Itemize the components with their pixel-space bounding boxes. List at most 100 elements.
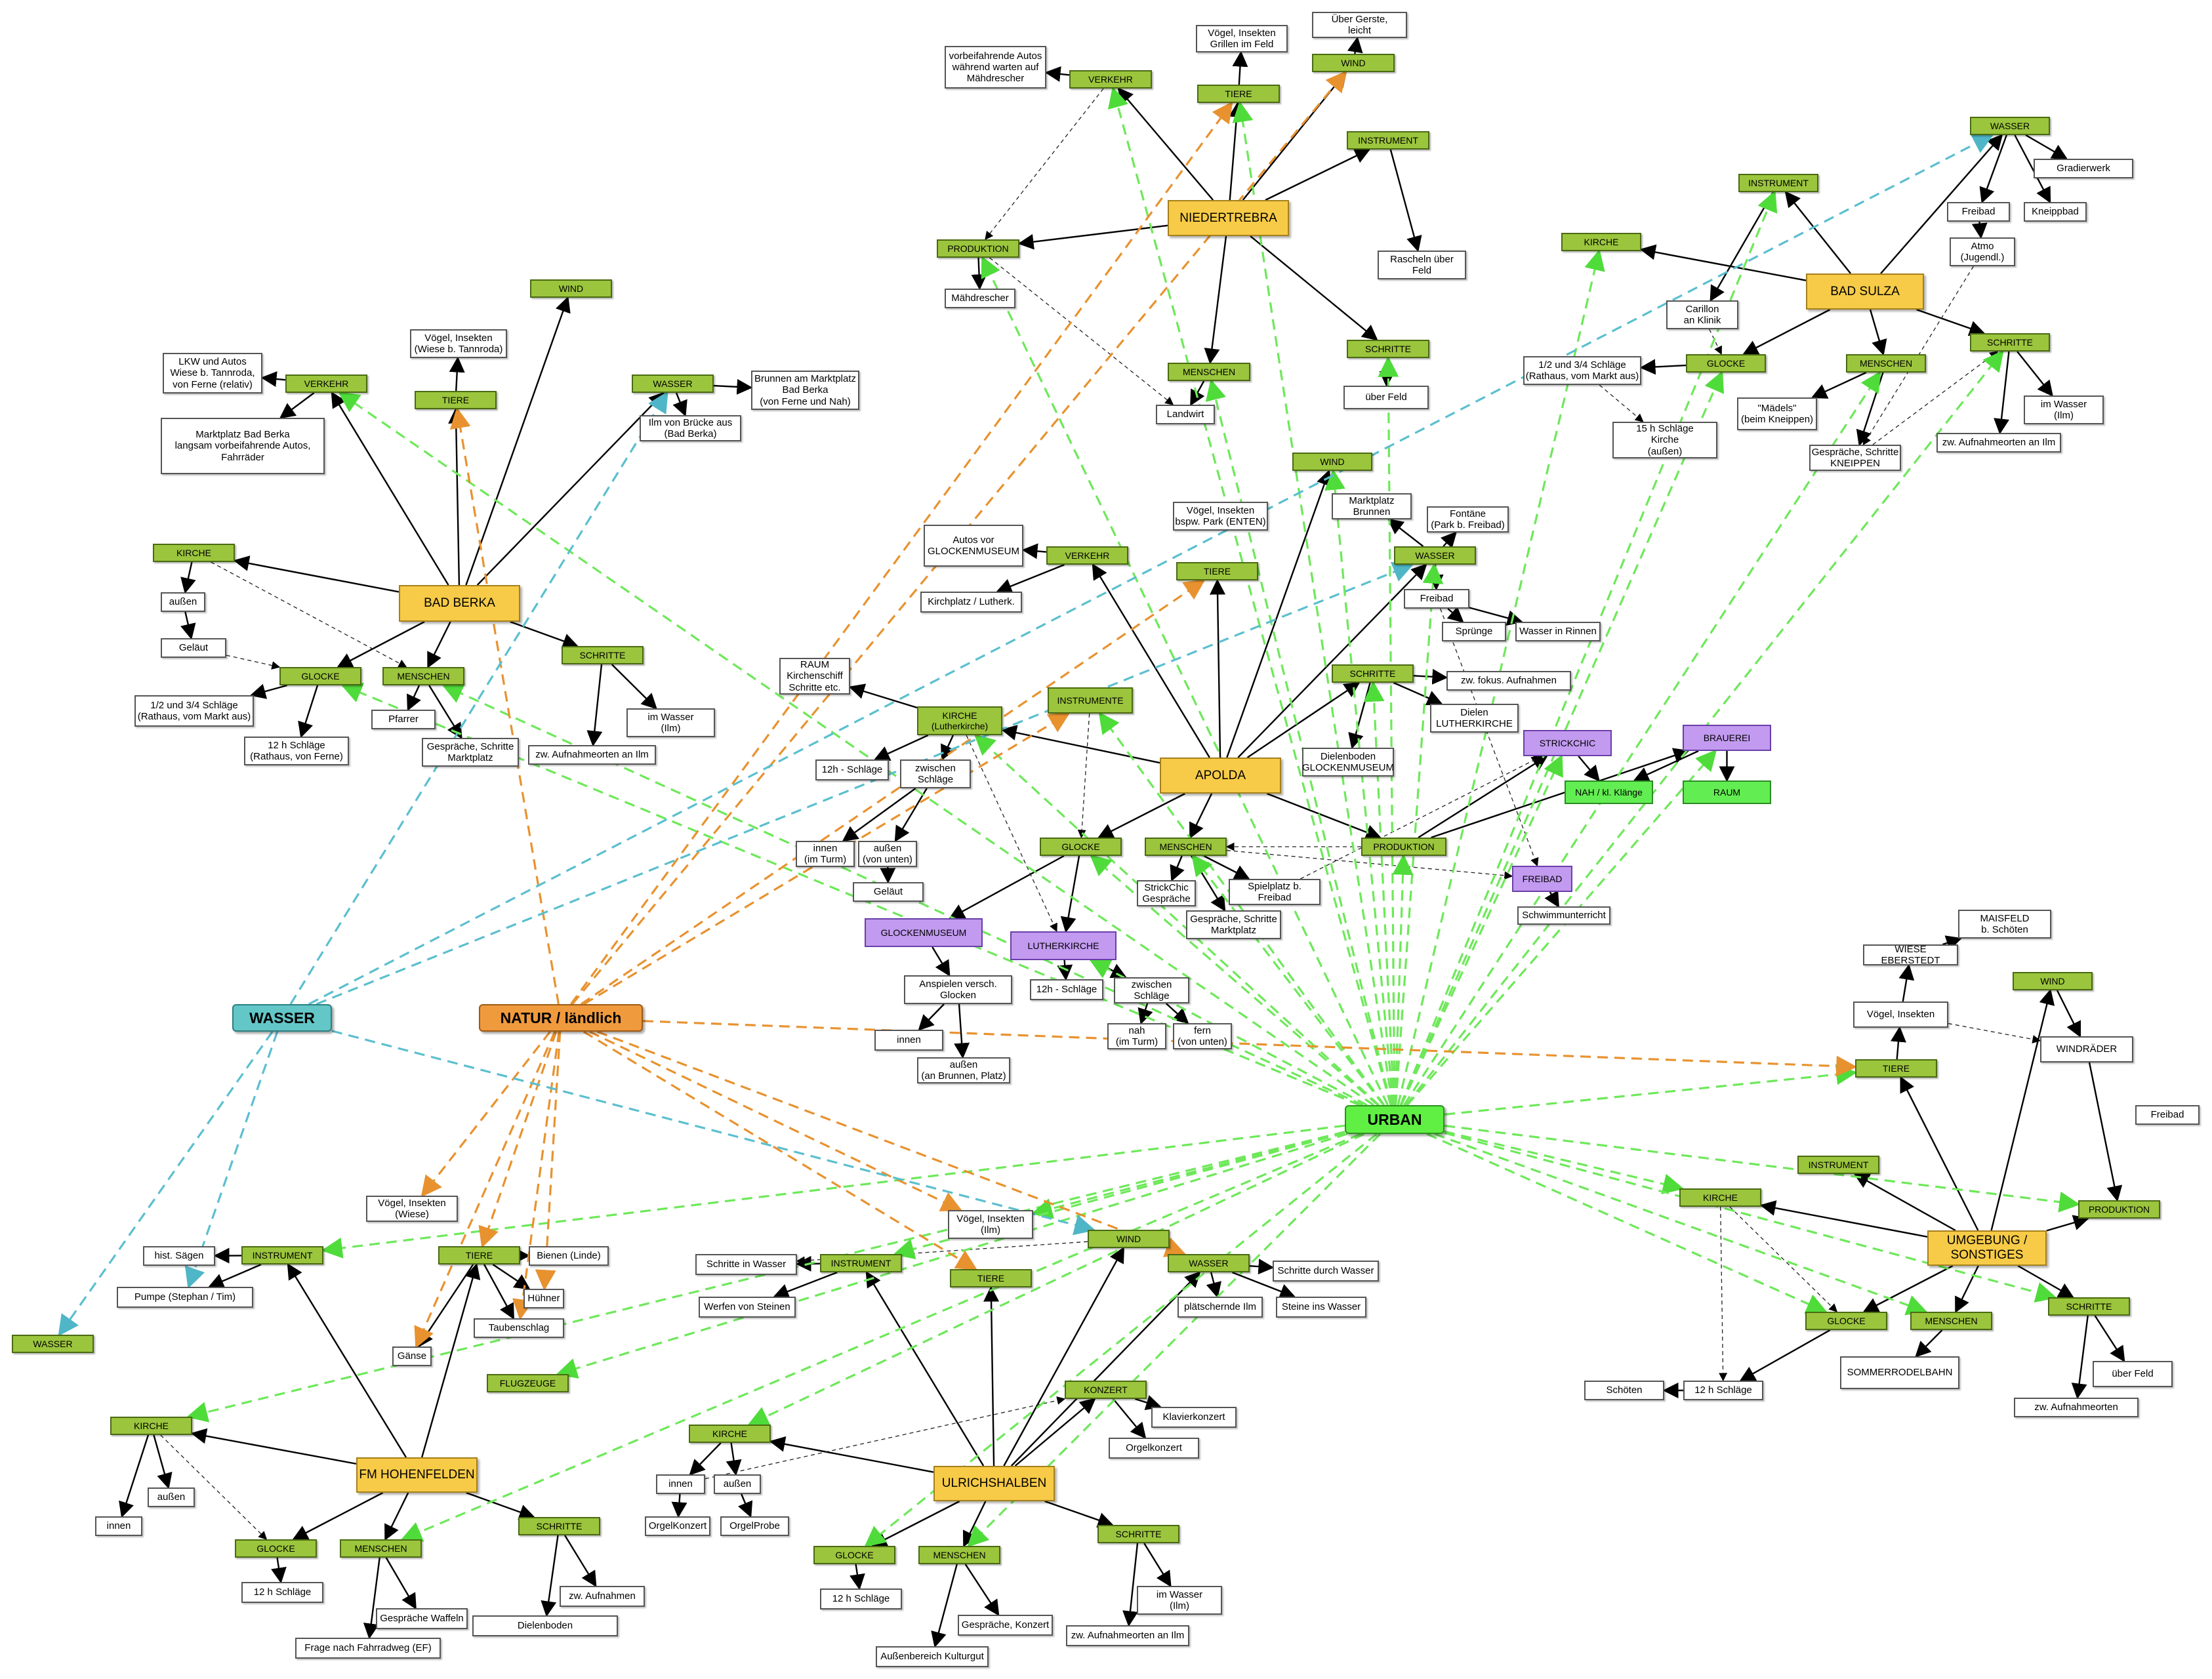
node-g20[interactable]: SCHRITTE [1097,1525,1179,1543]
edge-node-f13-node-f12 [190,1428,357,1465]
node-f12[interactable]: KIRCHE [110,1417,192,1435]
node-a6[interactable]: TIERE [1197,85,1280,103]
node-d17[interactable]: KIRCHE (Lutherkirche) [917,706,1002,735]
node-d26[interactable]: RAUM [1683,780,1771,804]
node-e6[interactable]: TIERE [1855,1059,1937,1078]
node-g15[interactable]: ULRICHSHALBEN [933,1466,1055,1501]
node-e3[interactable]: WIND [2013,972,2093,990]
edge-node-f12-node-f15 [119,1434,150,1518]
node-d3: Fontäne (Park b. Freibad) [1427,506,1509,533]
node-g11[interactable]: KONZERT [1065,1381,1147,1399]
node-d23[interactable]: STRICKCHIC [1523,730,1612,756]
root-wasser[interactable]: WASSER [232,1004,332,1032]
node-b11[interactable]: GLOCKE [1686,354,1766,373]
node-f16[interactable]: SCHRITTE [518,1517,600,1535]
node-d6[interactable]: VERKEHR [1046,546,1128,565]
node-c16[interactable]: MENSCHEN [382,667,464,685]
node-a4[interactable]: WIND [1312,54,1395,72]
node-d39[interactable]: LUTHERKIRCHE [1010,931,1116,960]
node-d25[interactable]: NAH / kl. Klänge [1565,780,1653,804]
node-f13[interactable]: FM HOHENFELDEN [356,1457,478,1493]
node-g5[interactable]: WASSER [1168,1254,1250,1272]
node-d8[interactable]: WASSER [1394,546,1476,565]
node-f9[interactable]: WASSER [12,1335,94,1353]
node-e9[interactable]: PRODUKTION [2078,1200,2160,1219]
node-a8[interactable]: NIEDERTREBRA [1168,200,1289,236]
node-d12: Wasser in Rinnen [1515,622,1601,641]
node-d35: Spielplatz b. Freibad [1229,879,1321,905]
node-f4[interactable]: TIERE [438,1246,520,1264]
node-f18[interactable]: MENSCHEN [340,1539,422,1558]
node-b10[interactable]: SCHRITTE [1970,333,2050,352]
node-e2: WIESE EBERSTEDT [1863,944,1958,966]
edge-node-e14-node-e15 [1915,1329,1943,1358]
edge-node-d8-node-d2 [1387,518,1424,547]
node-a13[interactable]: MENSCHEN [1168,363,1250,381]
node-d21[interactable]: APOLDA [1160,758,1281,794]
node-c4[interactable]: VERKEHR [285,374,367,393]
node-b7[interactable]: KIRCHE [1561,233,1641,251]
node-f14: außen [148,1487,195,1507]
node-a12[interactable]: SCHRITTE [1347,340,1429,358]
node-g22[interactable]: MENSCHEN [918,1546,1000,1564]
node-e12[interactable]: SCHRITTE [2048,1297,2130,1316]
node-d29[interactable]: GLOCKE [1040,838,1122,856]
node-a2: Vögel, Insekten Grillen im Feld [1196,25,1288,52]
edge-node-e11-node-e12 [2017,1264,2075,1299]
node-e10[interactable]: KIRCHE [1679,1188,1761,1207]
node-c5[interactable]: TIERE [415,391,497,409]
node-d14[interactable]: INSTRUMENTE [1048,687,1133,714]
node-c10[interactable]: KIRCHE [153,544,235,562]
node-g14[interactable]: KIRCHE [689,1425,771,1443]
node-d24[interactable]: BRAUEREI [1683,725,1771,751]
node-f11[interactable]: FLUGZEUGE [487,1374,569,1392]
node-f17[interactable]: GLOCKE [235,1539,317,1558]
node-c14[interactable]: SCHRITTE [562,646,644,664]
node-e14[interactable]: MENSCHEN [1910,1312,1992,1330]
node-a9[interactable]: PRODUKTION [937,239,1019,258]
edge-root-urban-node-g14 [747,1133,1365,1426]
node-b9: Carillon an Klinik [1666,300,1738,329]
node-g2[interactable]: WIND [1088,1230,1170,1248]
node-d38[interactable]: GLOCKENMUSEUM [865,918,983,947]
node-e11[interactable]: UMGEBUNG / SONSTIGES [1927,1230,2047,1266]
node-b8[interactable]: BAD SULZA [1806,273,1924,310]
node-a5[interactable]: VERKEHR [1069,70,1152,89]
node-c13: Geläut [161,638,226,658]
edge-node-e13-node-e18 [1739,1329,1831,1382]
node-c15[interactable]: GLOCKE [279,667,361,685]
root-natur[interactable]: NATUR / ländlich [479,1004,643,1032]
node-d32[interactable]: FREIBAD [1512,866,1572,892]
edge-node-a5-node-a9 [985,88,1104,241]
edge-root-urban-node-e12 [1444,1131,2057,1303]
node-g21[interactable]: GLOCKE [813,1546,895,1564]
node-c6[interactable]: WASSER [632,374,714,393]
node-f6: Pumpe (Stephan / Tim) [117,1287,253,1308]
node-d2: Marktplatz Brunnen [1332,493,1412,519]
node-b12[interactable]: MENSCHEN [1846,354,1926,373]
root-urban[interactable]: URBAN [1345,1105,1444,1134]
edge-node-g5-node-g9 [1206,1272,1221,1299]
node-e8[interactable]: INSTRUMENT [1797,1156,1879,1174]
node-d1[interactable]: WIND [1292,453,1372,471]
node-b3[interactable]: INSTRUMENT [1738,174,1818,192]
node-g7[interactable]: TIERE [950,1269,1032,1287]
edge-node-d6-node-d5 [1021,543,1047,559]
node-d31[interactable]: PRODUKTION [1361,838,1446,856]
node-d30[interactable]: MENSCHEN [1145,838,1227,856]
edge-node-c16-node-c18 [407,685,421,712]
node-d15[interactable]: SCHRITTE [1332,664,1414,683]
node-b1[interactable]: WASSER [1970,117,2050,135]
node-e13[interactable]: GLOCKE [1805,1312,1887,1330]
node-a7[interactable]: INSTRUMENT [1347,131,1429,150]
edge-node-d21-node-d30 [1189,793,1213,840]
node-c11[interactable]: BAD BERKA [399,585,520,622]
node-c1[interactable]: WIND [530,279,612,298]
node-g4[interactable]: INSTRUMENT [820,1254,902,1272]
node-d7[interactable]: TIERE [1176,562,1258,580]
edge-node-e11-node-e10 [1759,1200,1928,1238]
edge-node-f17-node-f20 [271,1557,287,1584]
node-f3[interactable]: INSTRUMENT [241,1246,323,1264]
edge-node-d40-node-d46 [954,1003,970,1059]
edge-node-c11-node-c6 [476,392,665,586]
